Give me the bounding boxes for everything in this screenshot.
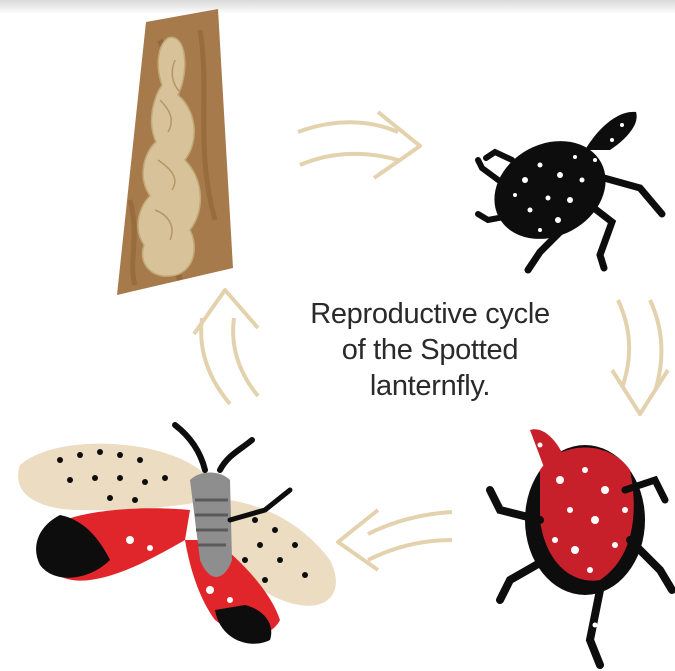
caption-line-1: Reproductive cycle [265,296,595,332]
adult-lanternfly-icon [18,425,336,644]
cycle-arrow-nymph-to-red-nymph [612,300,668,414]
cycle-arrow-red-nymph-to-adult [338,510,452,570]
caption-line-2: of the Spotted [265,332,595,368]
diagram-caption: Reproductive cycle of the Spotted lanter… [265,296,595,404]
caption-line-3: lanternfly. [265,368,595,404]
egg-mass-icon [117,9,233,295]
red-nymph-icon [490,429,672,665]
cycle-arrow-egg-to-nymph [298,112,420,178]
cycle-arrow-adult-to-egg [194,290,258,404]
black-nymph-icon [477,112,662,270]
